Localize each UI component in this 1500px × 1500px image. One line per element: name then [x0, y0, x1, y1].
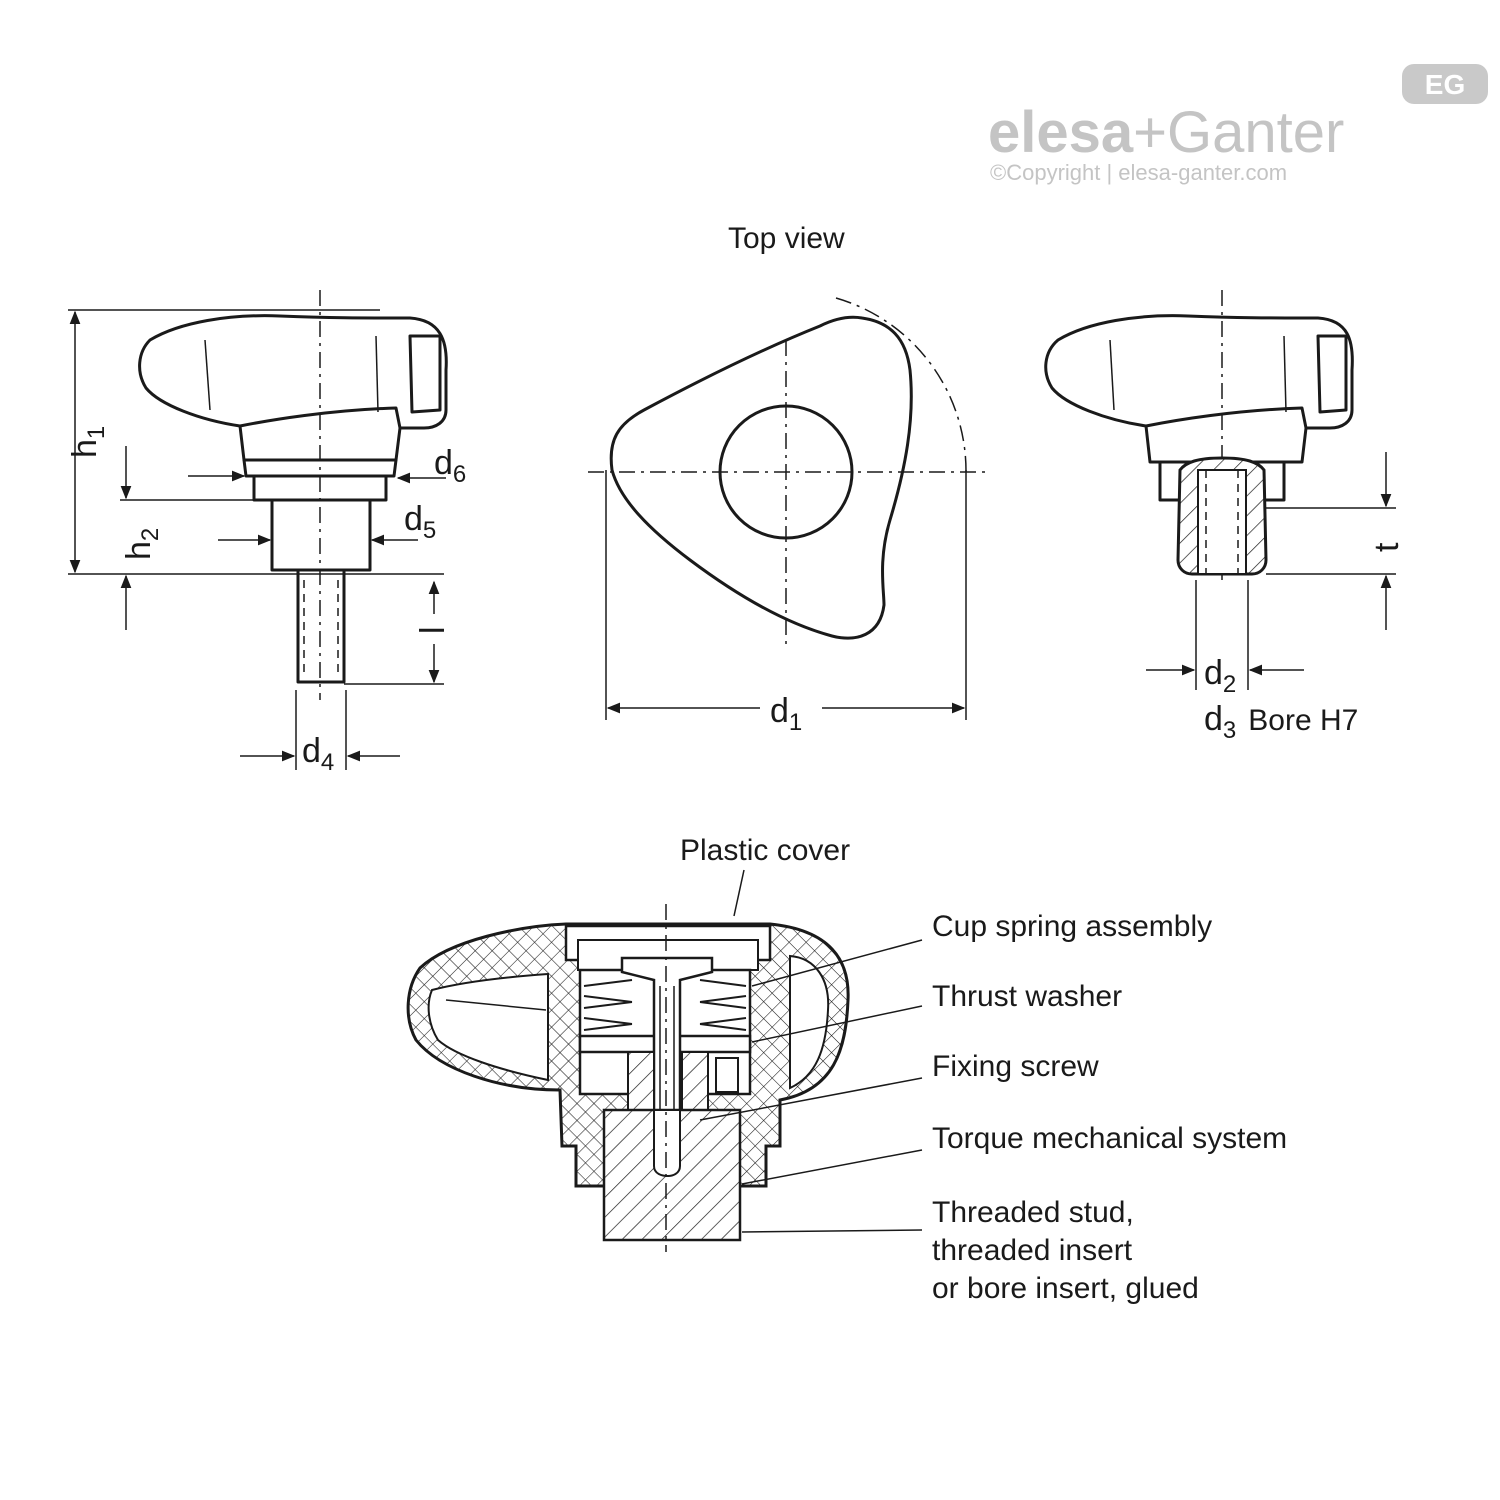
callout-stud-line3: or bore insert, glued — [932, 1272, 1199, 1305]
callout-fixing-screw: Fixing screw — [932, 1050, 1099, 1083]
top-view-title: Top view — [728, 222, 845, 255]
label-t: t — [1368, 542, 1406, 552]
label-d5: d5 — [404, 500, 436, 544]
label-l: l — [414, 626, 452, 634]
callout-cup-spring: Cup spring assembly — [932, 910, 1212, 943]
callout-torque-system: Torque mechanical system — [932, 1122, 1287, 1155]
label-h1: h1 — [66, 426, 110, 458]
callout-stud-line1: Threaded stud, — [932, 1196, 1134, 1229]
top-view — [588, 297, 990, 720]
logo-copyright: ©Copyright | elesa-ganter.com — [990, 160, 1287, 185]
callout-thrust-washer: Thrust washer — [932, 980, 1122, 1013]
logo-badge-text: EG — [1425, 69, 1465, 100]
section-view — [406, 869, 923, 1252]
brand-logo: EG elesa+Ganter ©Copyright | elesa-gante… — [988, 64, 1488, 185]
callout-plastic-cover: Plastic cover — [680, 834, 850, 867]
logo-wordmark: elesa+Ganter — [988, 100, 1344, 165]
label-d2: d2 — [1204, 654, 1236, 698]
logo-badge — [1402, 64, 1488, 104]
side-view-bore-insert — [1044, 290, 1396, 690]
side-view-threaded-stud — [68, 290, 448, 770]
callout-stud-line2: threaded insert — [932, 1234, 1133, 1267]
label-d1: d1 — [770, 692, 802, 736]
label-d4: d4 — [302, 732, 334, 776]
label-h2: h2 — [120, 528, 164, 560]
label-d6: d6 — [434, 444, 466, 488]
